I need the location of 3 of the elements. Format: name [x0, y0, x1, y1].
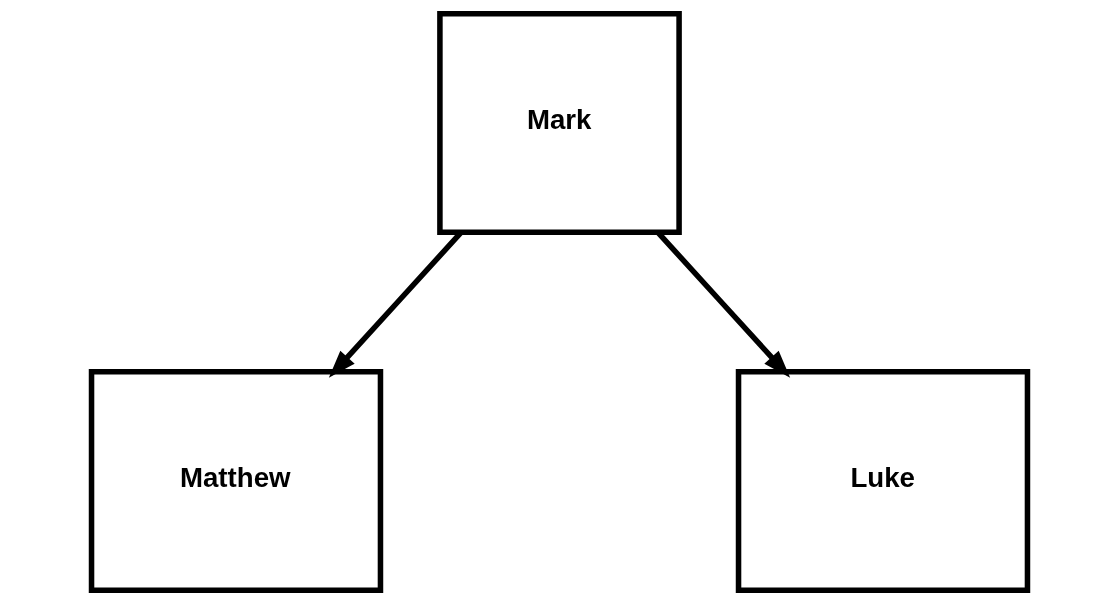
node-box: Mark [436, 11, 682, 235]
node-box: Luke [735, 369, 1030, 593]
node-box: Matthew [88, 369, 383, 593]
